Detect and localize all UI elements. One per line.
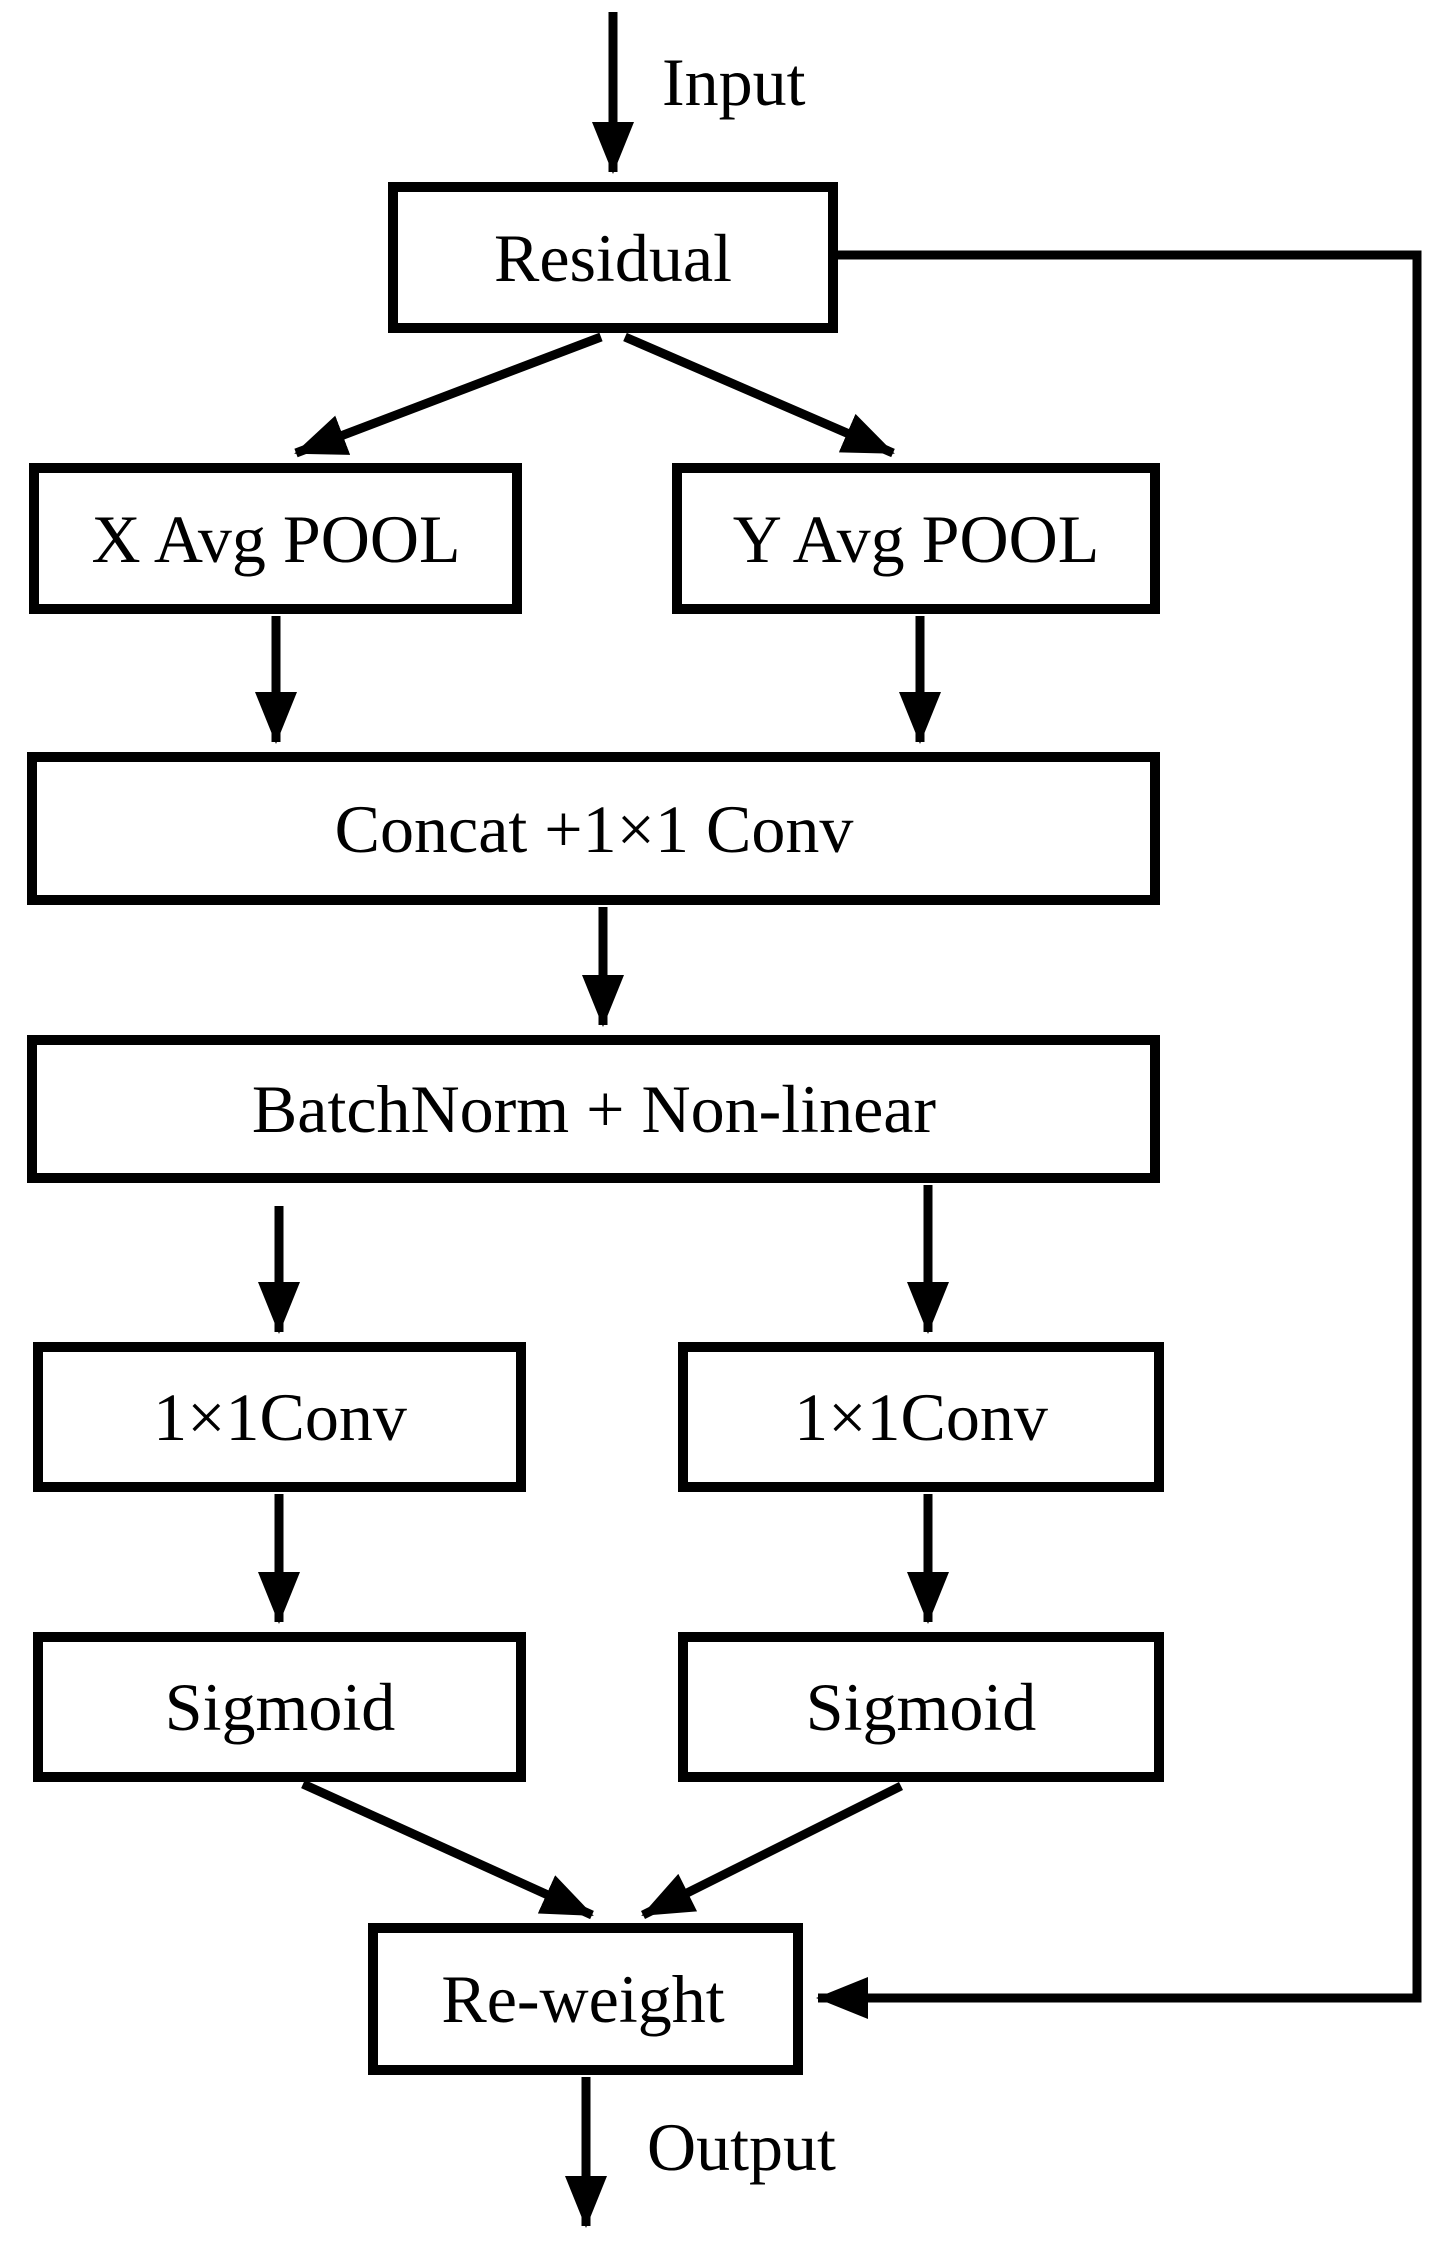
node-conv-right-label: 1×1Conv	[794, 1379, 1048, 1455]
node-reweight-label: Re-weight	[441, 1961, 724, 2037]
node-conv-left-label: 1×1Conv	[153, 1379, 407, 1455]
node-reweight	[368, 1923, 803, 2075]
node-x-avg-pool-label: X Avg POOL	[92, 501, 461, 577]
edge-residual-to-y-avg-pool	[623, 332, 895, 458]
node-sigmoid-right-label: Sigmoid	[806, 1669, 1037, 1745]
node-sigmoid-left	[33, 1632, 526, 1782]
output-label: Output	[647, 2109, 836, 2185]
node-residual-label: Residual	[494, 220, 732, 296]
edge-sigmoid-left-to-reweight	[301, 1779, 594, 1920]
node-y-avg-pool	[672, 463, 1160, 614]
node-y-avg-pool-label: Y Avg POOL	[733, 501, 1099, 577]
node-batchnorm-nonlinear-label: BatchNorm + Non-linear	[252, 1071, 937, 1147]
node-sigmoid-right	[678, 1632, 1164, 1782]
node-concat-conv-label: Concat +1×1 Conv	[335, 791, 854, 867]
edge-residual-skip-to-reweight	[816, 250, 1422, 2019]
node-concat-conv	[27, 752, 1160, 905]
node-residual	[388, 182, 838, 333]
edge-residual-to-x-avg-pool	[294, 332, 603, 458]
node-sigmoid-left-label: Sigmoid	[165, 1669, 396, 1745]
node-conv-left	[33, 1342, 526, 1492]
node-x-avg-pool	[29, 463, 522, 614]
edge-sigmoid-right-to-reweight	[640, 1781, 904, 1920]
node-conv-right	[678, 1342, 1164, 1492]
node-batchnorm-nonlinear	[27, 1035, 1160, 1183]
input-label: Input	[662, 44, 806, 120]
